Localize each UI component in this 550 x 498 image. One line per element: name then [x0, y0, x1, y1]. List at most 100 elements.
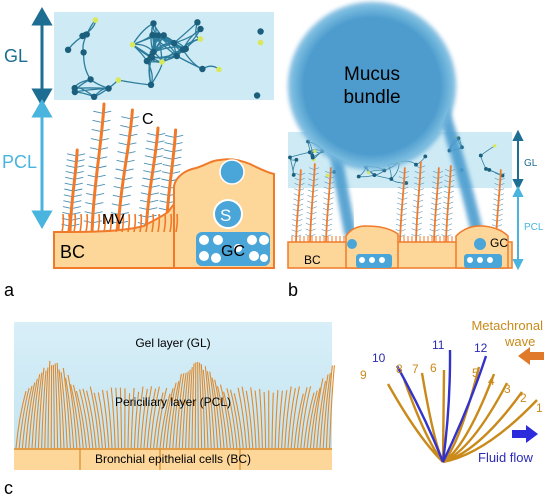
cilium-hair	[296, 229, 302, 232]
cilium-hair	[401, 218, 407, 222]
mucin-node	[150, 20, 157, 27]
mucin-node	[105, 85, 112, 92]
panel-b-basal-cell-label: BC	[304, 253, 321, 267]
cilium-hair	[164, 142, 174, 146]
cilium-hair	[89, 147, 100, 151]
microvillus	[127, 213, 131, 233]
periciliary-cilium	[259, 388, 263, 449]
cilium-hair	[117, 151, 127, 155]
periciliary-cilium	[198, 362, 203, 449]
periciliary-cilium	[115, 387, 119, 449]
cilium-hair	[494, 172, 501, 176]
periciliary-cilium	[153, 392, 164, 449]
cilium-hair	[414, 182, 420, 186]
periciliary-cilium	[309, 387, 321, 449]
cilium-hair	[324, 171, 331, 174]
cilium-shaft	[116, 108, 134, 234]
cilium-hair	[116, 159, 126, 163]
mucin-node	[197, 25, 204, 33]
periciliary-cilium	[277, 390, 283, 449]
cilium-hair	[89, 156, 99, 160]
mucin-node	[150, 48, 157, 56]
cilium-hair	[413, 194, 419, 197]
cilium-hair	[397, 192, 403, 195]
cilium-hair	[447, 218, 453, 221]
cilium-hair	[150, 184, 160, 188]
microvillus	[157, 213, 161, 233]
cilium-shaft	[445, 165, 452, 243]
periciliary-cilium	[146, 388, 157, 449]
panel-a-secretion-droplet	[219, 159, 245, 185]
cilium-hair	[308, 167, 315, 170]
panel-c-gel-layer-label: Gel layer (GL)	[135, 336, 210, 350]
cilium-hair	[398, 181, 404, 185]
cilium-hair	[94, 202, 104, 206]
cilium-hair	[146, 140, 156, 144]
periciliary-cilium	[31, 374, 41, 449]
periciliary-cilium	[216, 386, 228, 449]
panel-b-mucus-label-line1: Mucus	[344, 64, 400, 85]
mucin-node	[307, 150, 312, 155]
periciliary-cilium	[65, 377, 75, 449]
microvillus	[103, 213, 107, 233]
mucin-node	[170, 39, 178, 47]
cilium-hair	[435, 213, 441, 216]
cilium-hair	[497, 208, 503, 212]
cilium-hair	[494, 188, 500, 191]
cilium-hair	[93, 110, 103, 114]
microvillus	[163, 213, 167, 233]
panel-c-periciliary-label: Periciliary layer (PCL)	[115, 395, 231, 409]
wave-cilium-number: 1	[536, 401, 543, 415]
panel-b-mucus-label-line2: bundle	[343, 87, 400, 108]
cilium-hair	[444, 169, 451, 172]
periciliary-cilium	[52, 364, 55, 449]
mucin-tether-node	[366, 170, 371, 175]
cilium-hair	[444, 174, 450, 178]
periciliary-cilium	[70, 384, 81, 449]
cilium-hair	[71, 211, 81, 215]
mucin-node	[257, 28, 264, 35]
microvillus	[151, 213, 155, 233]
cilium-hair	[435, 218, 441, 222]
periciliary-cilium	[165, 382, 177, 449]
periciliary-cilium	[254, 390, 260, 449]
cilium-hair	[65, 176, 75, 180]
periciliary-cilium	[97, 392, 107, 449]
mucin-node	[294, 157, 299, 162]
mucin-node	[87, 76, 94, 83]
periciliary-cilium	[159, 393, 171, 449]
periciliary-cilium	[133, 391, 140, 449]
cilium-hair	[431, 197, 437, 200]
cilium-hair	[296, 224, 303, 227]
cilium-hair	[165, 134, 175, 138]
cilium-hair	[447, 212, 453, 216]
mucin-node	[64, 46, 72, 53]
mucin-tether-node	[159, 59, 165, 65]
cilium-hair	[397, 197, 403, 200]
cilium-hair	[310, 234, 316, 237]
mucin-node	[143, 57, 151, 65]
mucin-node	[71, 88, 79, 96]
cilium-shaft	[325, 167, 332, 243]
mucin-node	[80, 49, 87, 56]
panel-a-cilium-label: C	[142, 111, 154, 128]
periciliary-cilium	[137, 386, 144, 449]
cilium-hair	[326, 223, 333, 227]
wave-cilium-number: 6	[430, 361, 437, 375]
cilium-hair	[311, 206, 317, 209]
cilium-hair	[414, 165, 421, 168]
cilium-hair	[417, 216, 423, 220]
mucin-node	[83, 31, 91, 38]
mucin-tether-node	[216, 66, 222, 73]
cilium-hair	[434, 229, 440, 232]
cilium-hair	[446, 234, 452, 237]
periciliary-cilium	[86, 390, 97, 449]
periciliary-cilium	[313, 378, 324, 449]
cilium-hair	[123, 177, 133, 181]
panel-a-gel-layer	[54, 12, 274, 100]
mucin-node	[310, 155, 315, 160]
panel-b-pcl-label: PCL	[524, 222, 544, 233]
cilium-hair	[434, 223, 441, 227]
wave-cilium-number: 12	[474, 341, 488, 355]
